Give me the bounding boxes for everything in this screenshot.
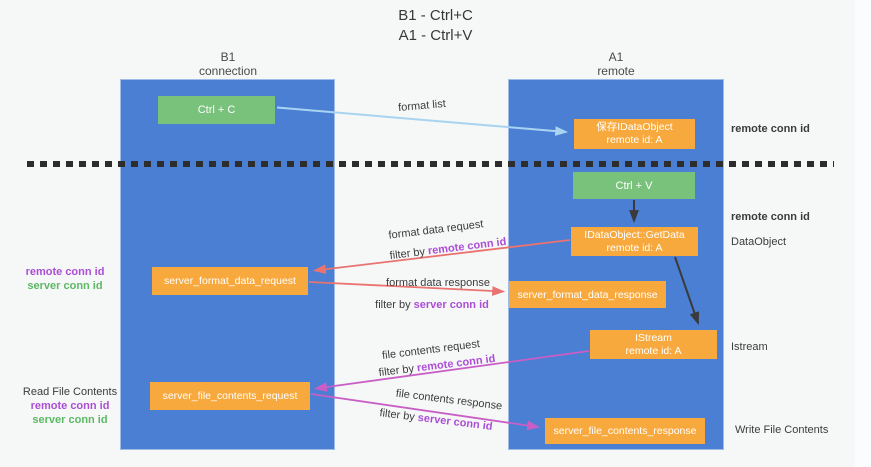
annotation-dataobject: DataObject bbox=[731, 236, 787, 248]
title-line-1: B1 - Ctrl+C bbox=[398, 7, 473, 24]
diagram-title: B1 - Ctrl+C A1 - Ctrl+V bbox=[0, 6, 871, 46]
node-save-idataobject: 保存IDataObject remote id: A bbox=[574, 119, 695, 149]
annotation-write-file-contents: Write File Contents bbox=[735, 424, 829, 436]
node-istream: IStream remote id: A bbox=[590, 330, 717, 359]
lifeline-b1-name: B1 bbox=[220, 50, 236, 64]
annotation-format-conn-ids: remote conn id server conn id bbox=[22, 265, 108, 293]
annotation-istream: Istream bbox=[731, 341, 768, 353]
lifeline-b1-role: connection bbox=[198, 64, 258, 78]
node-istream-line2: remote id: A bbox=[625, 344, 682, 357]
node-istream-line1: IStream bbox=[635, 331, 672, 344]
annotation-clipboard-remote-conn-id: remote conn id bbox=[731, 123, 810, 135]
annotation-format-remote-conn-id: remote conn id bbox=[25, 266, 105, 278]
edge-label-format-list: format list bbox=[397, 97, 447, 115]
annotation-read-file-block: Read File Contents remote conn id server… bbox=[20, 385, 120, 427]
edge-label-format-data-request: format data request bbox=[387, 218, 485, 242]
node-ctrl-c: Ctrl + C bbox=[158, 96, 275, 124]
node-save-idataobject-line1: 保存IDataObject bbox=[596, 121, 673, 133]
annotation-format-server-conn-id: server conn id bbox=[27, 280, 103, 292]
filter-by-text: filter by bbox=[378, 362, 415, 380]
edge-label-filter-by-server-2: filter by server conn id bbox=[379, 407, 493, 433]
node-ctrl-v: Ctrl + V bbox=[573, 172, 695, 199]
node-idataobject-getdata-line1: IDataObject::GetData bbox=[584, 228, 685, 241]
node-server-format-data-request: server_format_data_request bbox=[152, 267, 308, 295]
edge-label-filter-by-server-1: filter by server conn id bbox=[375, 299, 489, 311]
lifeline-a1-role: remote bbox=[597, 64, 635, 78]
node-idataobject-getdata-line2: remote id: A bbox=[606, 241, 663, 254]
node-save-idataobject-line2: remote id: A bbox=[606, 134, 663, 146]
lifeline-a1-name: A1 bbox=[608, 50, 624, 64]
annotation-file-remote-conn-id: remote conn id bbox=[30, 400, 110, 412]
server-conn-id-text: server conn id bbox=[417, 411, 494, 433]
filter-by-text: filter by bbox=[378, 407, 416, 424]
annotation-read-file-contents: Read File Contents bbox=[22, 386, 118, 398]
remote-conn-id-text: remote conn id bbox=[427, 235, 507, 258]
edge-label-format-data-response: format data response bbox=[386, 277, 490, 289]
lifeline-header-a1: A1 remote bbox=[508, 50, 724, 78]
node-server-file-contents-request: server_file_contents_request bbox=[150, 382, 310, 410]
node-server-format-data-response: server_format_data_response bbox=[509, 281, 666, 308]
node-server-file-contents-response: server_file_contents_response bbox=[545, 418, 705, 444]
server-conn-id-text: server conn id bbox=[413, 299, 489, 311]
filter-by-text: filter by bbox=[375, 299, 411, 311]
annotation-dataobject-remote-conn-id: remote conn id bbox=[731, 211, 810, 223]
title-line-2: A1 - Ctrl+V bbox=[398, 27, 473, 44]
edge-label-filter-by-remote-1: filter by remote conn id bbox=[389, 236, 507, 262]
lifeline-header-b1: B1 connection bbox=[120, 50, 336, 78]
filter-by-text: filter by bbox=[389, 245, 426, 263]
edge-label-file-contents-response: file contents response bbox=[395, 387, 503, 413]
annotation-file-server-conn-id: server conn id bbox=[32, 414, 108, 426]
right-gutter bbox=[855, 0, 871, 467]
node-idataobject-getdata: IDataObject::GetData remote id: A bbox=[571, 227, 698, 256]
